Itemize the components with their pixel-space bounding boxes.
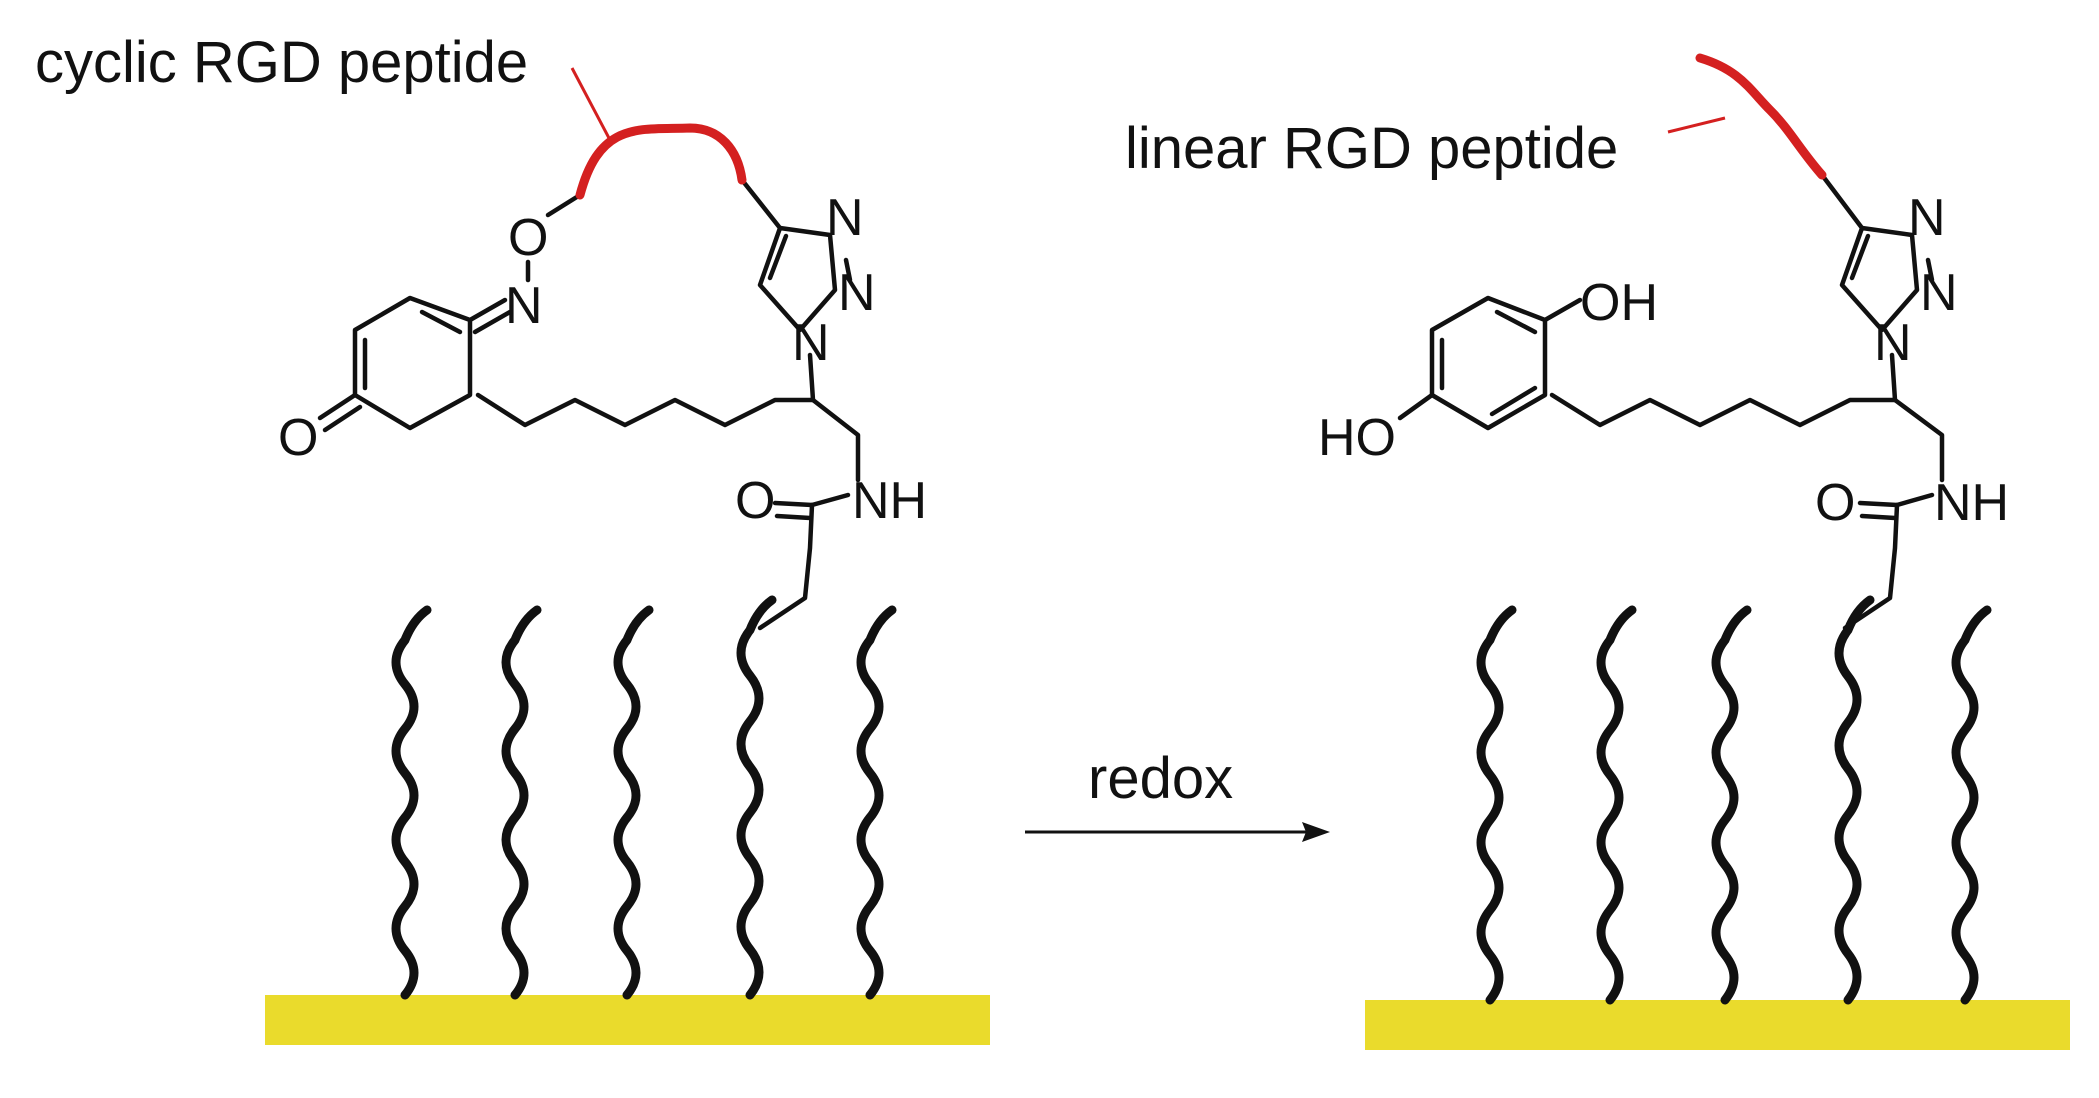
hq-double-3: [1489, 385, 1538, 417]
triazole-n3-left: N: [826, 189, 864, 247]
sam-chain-left-2: [501, 605, 542, 1000]
hydroxyl-top: OH: [1580, 274, 1658, 332]
hq-double-1: [1494, 309, 1538, 335]
gold-substrate-left: [265, 995, 990, 1045]
amide-nh-right: NH: [1934, 474, 2009, 532]
left-molecule: O NH O N O N N N: [35, 30, 990, 1045]
cyclic-peptide-leader: [570, 67, 612, 141]
linear-peptide-line: [1695, 53, 1827, 180]
triazole-double-left: [767, 233, 789, 281]
triazole-n1-right: N: [1874, 314, 1912, 372]
carbonyl-oxygen-left: O: [735, 472, 775, 530]
triazole-peptide-bond-left: [739, 177, 783, 231]
ch-triazole-bond-left: [807, 352, 816, 403]
arrow-head: [1302, 822, 1330, 842]
triazole-double-right: [1849, 233, 1871, 281]
carbonyl-double-right: [1859, 513, 1898, 521]
sam-chain-left-4: [736, 595, 777, 1000]
linear-peptide-leader: [1667, 116, 1726, 134]
hq-oh-bond-left: [1397, 392, 1435, 421]
triazole-ring-left: [757, 225, 838, 333]
carbonyl-bond-left: [772, 500, 815, 508]
carbonyl-double-left: [774, 513, 813, 521]
oxime-double-2: [472, 309, 513, 335]
amide-bond-right: [1894, 492, 1935, 508]
sam-chain-left-1: [391, 605, 432, 1000]
triazole-nn-double-right: [1925, 257, 1935, 283]
triazole-nn-double-left: [843, 257, 853, 283]
right-molecule: O NH OH HO N N N linear RGD peptide: [1125, 53, 2070, 1050]
oxime-o-linker: [545, 192, 583, 218]
amide-nh-left: NH: [852, 472, 927, 530]
sam-chain-left-5: [856, 605, 897, 1000]
triazole-ring-right: [1839, 225, 1920, 333]
hydroquinone-ring: [1429, 295, 1548, 431]
linear-peptide-label: linear RGD peptide: [1125, 116, 1618, 181]
oxime-double-1: [467, 297, 508, 323]
anchor-linker-right: [1842, 502, 1900, 631]
hydroxyl-left: HO: [1318, 409, 1396, 467]
quinone-carbonyl-left-2: [322, 404, 363, 433]
ch-triazole-bond-right: [1889, 352, 1898, 403]
sam-chain-left-3: [613, 605, 654, 1000]
triazole-peptide-bond-right: [1819, 172, 1865, 231]
carbonyl-oxygen-right: O: [1815, 474, 1855, 532]
nh-ch2-bond-right: [1892, 397, 1945, 483]
nh-ch2-bond-left: [810, 397, 861, 483]
alkyl-chain-left: [475, 392, 816, 428]
hq-oh-bond-top: [1542, 297, 1583, 323]
reaction-arrow: redox: [1025, 746, 1330, 842]
quinone-double-1: [419, 309, 463, 335]
oxime-nitrogen: N: [505, 277, 543, 335]
triazole-n2-left: N: [838, 264, 876, 322]
sam-chain-right-1: [1476, 605, 1517, 1005]
triazole-n3-right: N: [1908, 189, 1946, 247]
triazole-n2-right: N: [1920, 264, 1958, 322]
sam-chain-right-4: [1834, 595, 1875, 1005]
sam-chain-right-2: [1596, 605, 1637, 1005]
cyclic-peptide-arc: [575, 123, 747, 200]
cyclic-peptide-label: cyclic RGD peptide: [35, 30, 528, 95]
sam-chains-left: [391, 595, 897, 1000]
alkyl-chain-right: [1549, 392, 1898, 428]
anchor-linker-left: [757, 502, 815, 631]
amide-bond-left: [809, 492, 851, 508]
quinone-ring-left: [352, 295, 473, 431]
quinone-carbonyl-left: [317, 392, 358, 421]
arrow-label: redox: [1088, 746, 1233, 811]
carbonyl-bond-right: [1857, 500, 1900, 508]
triazole-n1-left: N: [792, 314, 830, 372]
sam-chain-right-3: [1711, 605, 1752, 1005]
sam-chains-right: [1476, 595, 1992, 1005]
sam-chain-right-5: [1951, 605, 1992, 1005]
quinone-oxygen: O: [278, 409, 318, 467]
gold-substrate-right: [1365, 1000, 2070, 1050]
oxime-oxygen: O: [508, 209, 548, 267]
